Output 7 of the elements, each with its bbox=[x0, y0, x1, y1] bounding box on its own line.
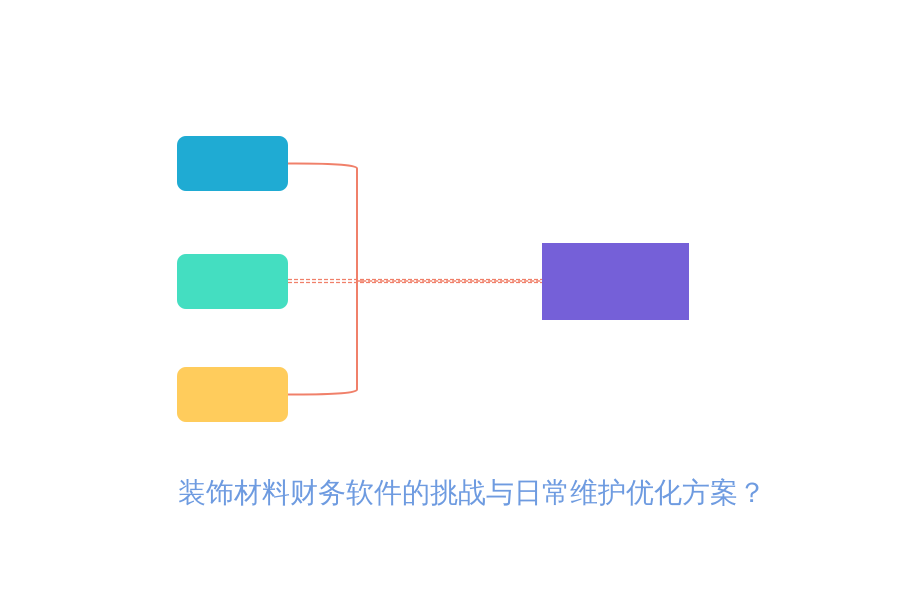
connector-line bbox=[288, 278, 542, 284]
box bbox=[177, 367, 288, 422]
connector-line bbox=[288, 280, 542, 396]
title: 装饰材料财务软件的挑战与日常维护优化方案？ bbox=[178, 475, 766, 511]
box bbox=[542, 242, 689, 320]
box bbox=[177, 254, 288, 308]
box bbox=[177, 136, 288, 191]
